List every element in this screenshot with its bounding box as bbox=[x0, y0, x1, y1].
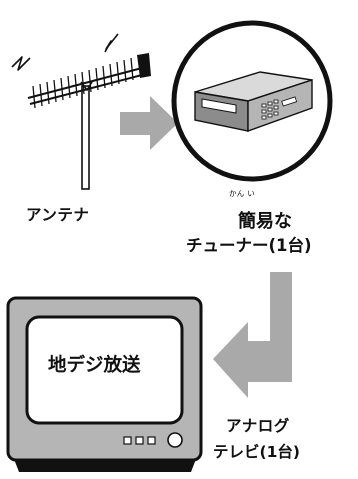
tuner-count-label: チューナー(1台) bbox=[186, 236, 312, 255]
antenna-label: アンテナ bbox=[26, 206, 90, 224]
tv-label: アナログ bbox=[226, 417, 290, 435]
tv-icon bbox=[6, 296, 203, 472]
tuner-reading: かん い bbox=[229, 189, 256, 198]
signal-bolt-icon bbox=[11, 33, 119, 71]
tv-count-label: テレビ(1台) bbox=[213, 443, 300, 461]
tuner-label: 簡易な bbox=[238, 211, 292, 232]
flow-arrow-icon bbox=[213, 272, 292, 398]
tv-screen-text: 地デジ放送 bbox=[48, 355, 141, 376]
tuner-device-icon bbox=[171, 20, 333, 182]
flow-arrow-icon bbox=[120, 96, 178, 150]
antenna-icon bbox=[27, 53, 151, 190]
